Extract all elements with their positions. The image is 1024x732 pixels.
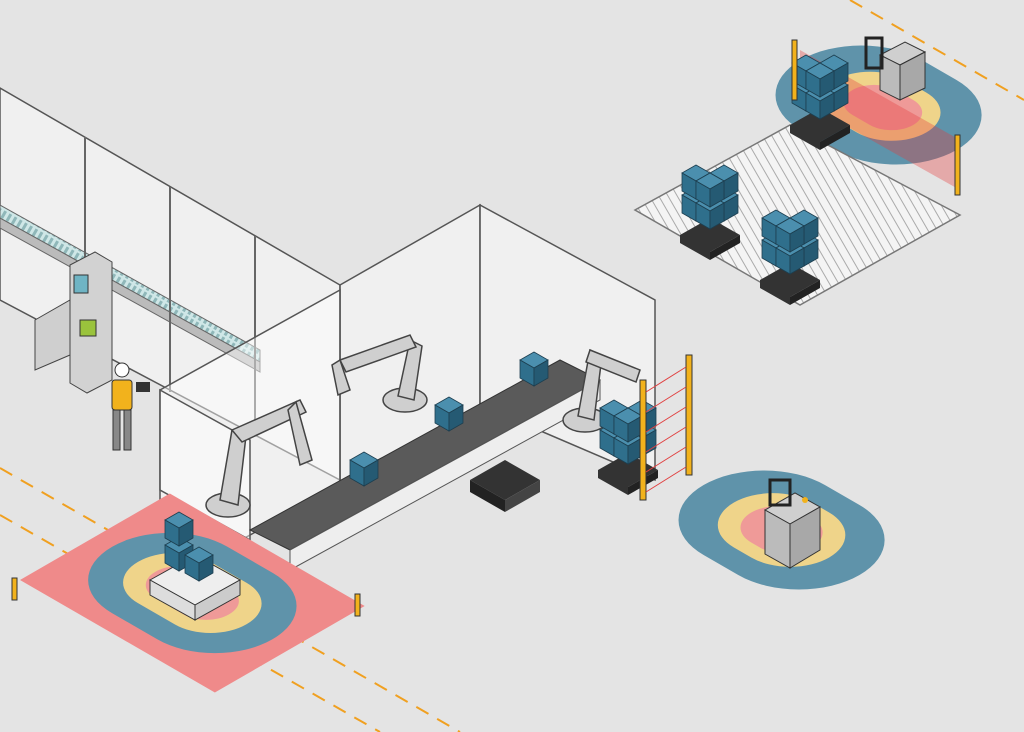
light-curtain-post — [11, 577, 18, 601]
light-curtain-cell — [639, 354, 693, 501]
light-curtain-post — [354, 593, 361, 617]
pallet-stack-agv-top — [790, 55, 850, 150]
agv-forklift-right — [763, 478, 822, 569]
pallet-stack-rack-1 — [680, 165, 740, 260]
empty-pallets — [470, 460, 540, 512]
pallet-stack-cell — [598, 400, 658, 495]
agv-forklift-top — [864, 36, 927, 101]
control-cabinet — [34, 251, 113, 394]
crate-conveyor — [248, 351, 602, 571]
light-curtain-post — [954, 134, 961, 196]
light-curtain-post — [791, 39, 798, 101]
worker — [111, 362, 150, 451]
robot-arm-1 — [205, 399, 313, 518]
mobile-robot-agv-left — [148, 511, 242, 621]
pallet-stack-rack-2 — [760, 210, 820, 305]
robot-arm-2 — [331, 334, 428, 413]
robot-arm-3 — [562, 348, 641, 433]
cabinet-screen — [73, 274, 89, 294]
